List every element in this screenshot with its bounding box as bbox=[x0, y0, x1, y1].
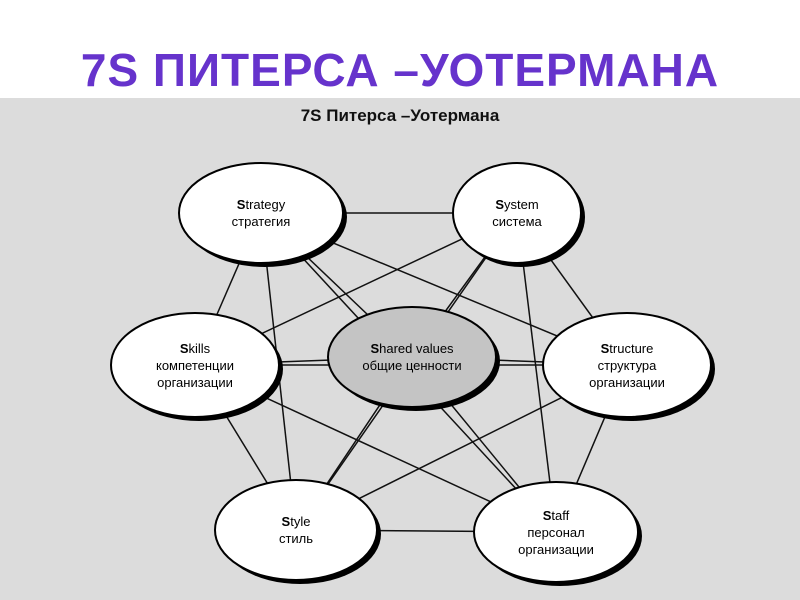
node-strategy bbox=[178, 162, 344, 264]
node-subtitle-structure: структура bbox=[597, 357, 657, 373]
node-title-system: System bbox=[495, 197, 539, 212]
node-subtitle-system: система bbox=[492, 214, 542, 229]
page-title: 7S ПИТЕРСА –УОТЕРМАНА bbox=[80, 44, 720, 96]
node-title-skills: Skills bbox=[179, 340, 211, 356]
node-subtitle-staff: организации bbox=[518, 541, 594, 557]
node-label-shared: Shared values общие ценности bbox=[333, 340, 491, 374]
node-subtitle-staff: персонал bbox=[527, 524, 585, 540]
node-structure bbox=[542, 312, 712, 418]
node-title-staff: Staff bbox=[542, 507, 570, 523]
node-skills bbox=[110, 312, 280, 418]
node-group bbox=[110, 162, 715, 586]
node-subtitle-structure: организации bbox=[589, 374, 665, 390]
node-style bbox=[214, 479, 378, 581]
node-shared bbox=[327, 306, 497, 408]
node-staff bbox=[473, 481, 639, 583]
node-label-strategy: Strategy стратегия bbox=[184, 196, 338, 230]
node-label-system: System система bbox=[458, 196, 576, 230]
node-subtitle-strategy: стратегия bbox=[231, 214, 291, 229]
node-system bbox=[452, 162, 582, 264]
node-title-strategy: Strategy bbox=[236, 197, 286, 212]
node-title-shared: Shared values bbox=[370, 341, 454, 356]
node-subtitle-shared: общие ценности bbox=[362, 358, 462, 373]
node-subtitle-skills: организации bbox=[157, 374, 233, 390]
node-title-style: Style bbox=[281, 514, 311, 529]
node-label-style: Style стиль bbox=[220, 513, 372, 547]
node-subtitle-skills: компетенции bbox=[155, 357, 235, 373]
diagram-title: 7S Питерса –Уотермана bbox=[300, 106, 500, 125]
node-subtitle-style: стиль bbox=[278, 531, 314, 546]
node-title-structure: Structure bbox=[600, 340, 654, 356]
